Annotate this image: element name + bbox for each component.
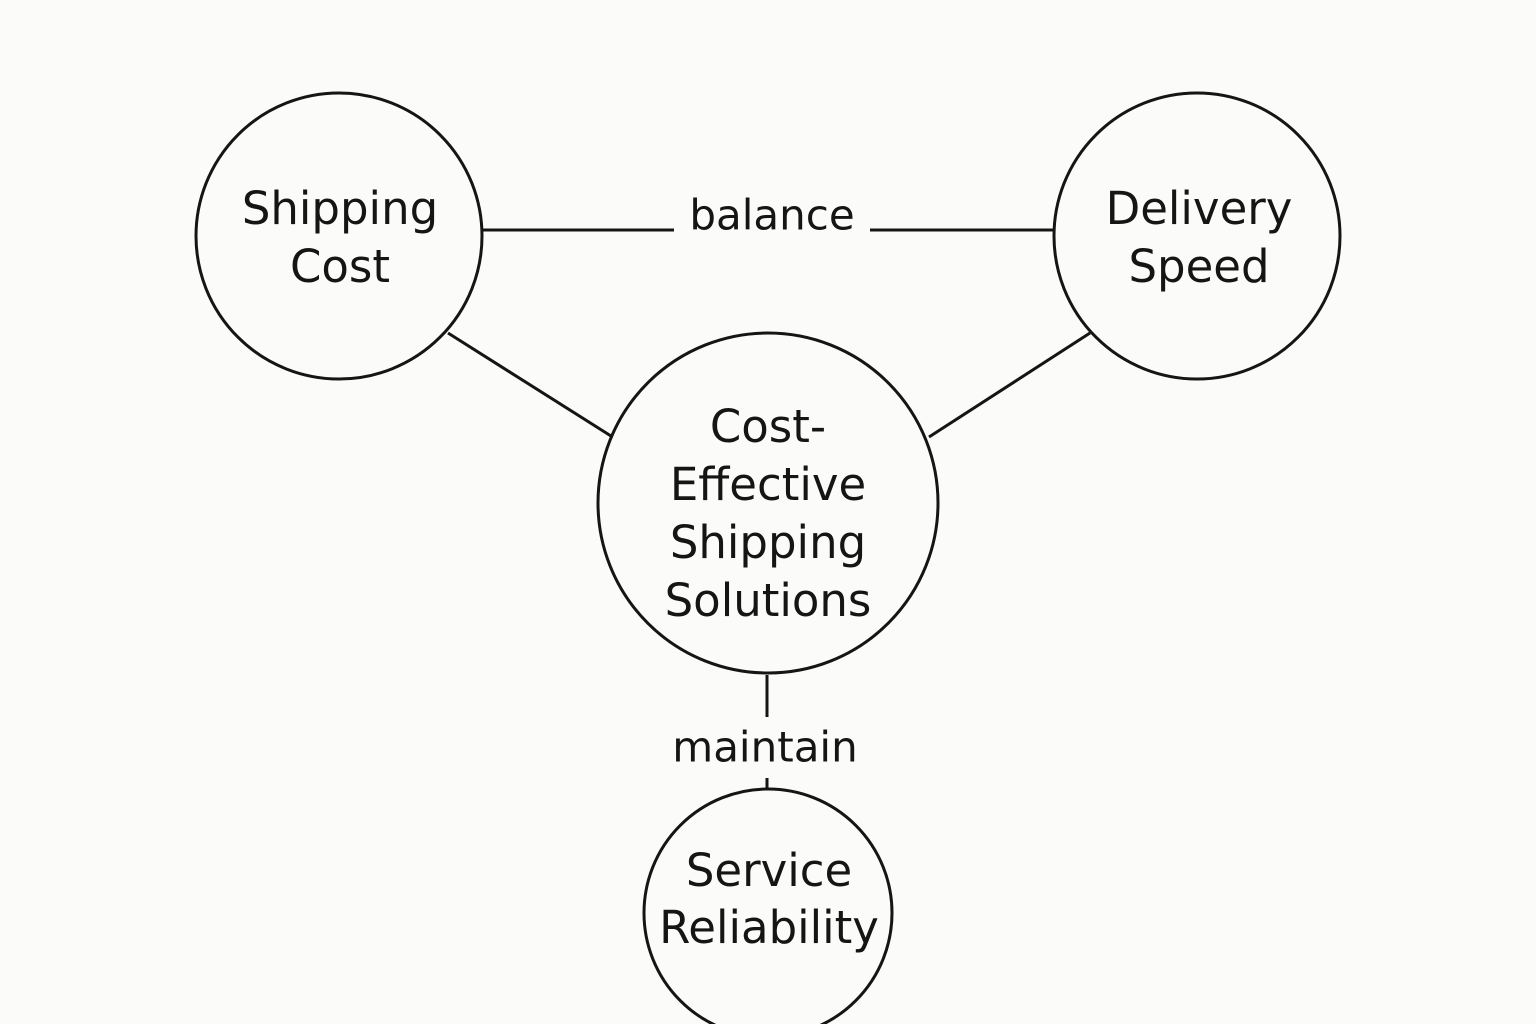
node-shipping-cost-label-line2: Cost: [290, 240, 390, 293]
edge-label-balance: balance: [689, 191, 854, 240]
node-delivery-speed: Delivery Speed: [1052, 91, 1342, 381]
edge-label-maintain: maintain: [672, 723, 857, 772]
node-center-label-line2: Effective: [670, 458, 866, 511]
node-center-circle: [596, 331, 940, 675]
node-shipping-cost-circle: [194, 91, 484, 381]
node-service-reliability: Service Reliability: [642, 787, 894, 1024]
node-service-reliability-label-line1: Service: [686, 844, 852, 897]
node-shipping-cost: Shipping Cost: [194, 91, 484, 381]
node-center-label-line4: Solutions: [665, 574, 872, 627]
edge-delivery-speed-to-center: [928, 331, 1091, 439]
node-delivery-speed-label-line2: Speed: [1128, 240, 1269, 293]
node-shipping-cost-label-line1: Shipping: [242, 182, 438, 235]
node-delivery-speed-circle: [1052, 91, 1342, 381]
node-service-reliability-label-line2: Reliability: [659, 901, 879, 954]
node-center-label-line3: Shipping: [670, 516, 866, 569]
node-delivery-speed-label-line1: Delivery: [1106, 182, 1293, 235]
node-cost-effective-shipping-solutions: Cost- Effective Shipping Solutions: [596, 331, 940, 675]
node-center-label-line1: Cost-: [710, 400, 826, 453]
node-service-reliability-circle: [642, 787, 894, 1024]
edge-shipping-cost-to-center: [447, 331, 612, 438]
